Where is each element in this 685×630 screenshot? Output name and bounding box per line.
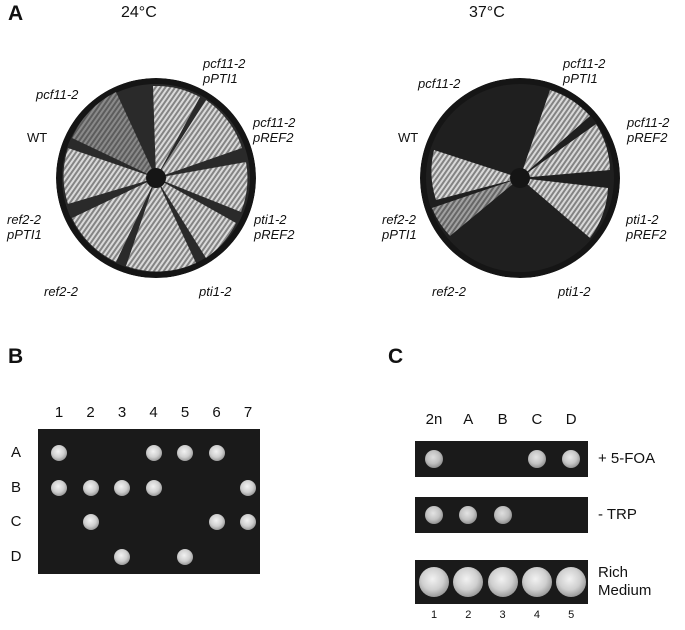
left-label-pcf11-2-pPTI1: pcf11-2 pPTI1 — [203, 56, 245, 86]
panel-b-col-2: 2 — [86, 404, 95, 421]
right-label-ref2-2: ref2-2 — [432, 284, 466, 299]
left-label-ref2-2-pPTI1: ref2-2 pPTI1 — [7, 212, 42, 242]
right-label-pcf11-2-pREF2: pcf11-2 pREF2 — [627, 115, 669, 145]
right-label-pti1-2-pREF2-line2: pREF2 — [626, 227, 667, 242]
colony-spot-B3 — [114, 479, 130, 496]
left-plate-image — [56, 78, 256, 278]
left-label-ref2-2-pPTI1-line2: pPTI1 — [7, 227, 42, 242]
right-label-pcf11-2-pPTI1-line2: pPTI1 — [563, 71, 598, 86]
left-label-pti1-2-pREF2-line2: pREF2 — [254, 227, 295, 242]
left-plate-temperature: 24°C — [121, 4, 157, 21]
panel-b-col-1: 1 — [54, 404, 64, 421]
panel-c-lane-3: 3 — [499, 609, 506, 621]
panel-b-col-3: 3 — [117, 404, 127, 421]
panel-c-strip-label-3-line-1: Rich — [598, 564, 629, 581]
panel-c-strip-3 — [415, 560, 588, 604]
panel-c-spot-3-2n — [419, 567, 449, 597]
panel-c-spot-2-2n — [425, 506, 443, 524]
right-plate-image — [420, 78, 620, 278]
right-label-pcf11-2-pPTI1-line1: pcf11-2 — [563, 56, 606, 71]
left-label-ref2-2-pPTI1-line1: ref2-2 — [7, 212, 41, 227]
right-label-pcf11-2-pREF2-line1: pcf11-2 — [627, 115, 670, 130]
panel-b-row-C: C — [10, 513, 22, 530]
left-label-pcf11-2-pREF2-line2: pREF2 — [253, 130, 294, 145]
panel-c-spot-1-D — [562, 450, 581, 468]
left-label-pcf11-2-pPTI1-line1: pcf11-2 — [203, 56, 246, 71]
panel-c-strip-1 — [415, 441, 588, 477]
left-label-ref2-2: ref2-2 — [44, 284, 78, 299]
right-label-ref2-2-pPTI1-line2: pPTI1 — [382, 227, 417, 242]
panel-b-col-7: 7 — [243, 404, 253, 421]
colony-spot-C7 — [240, 514, 256, 530]
panel-b-replica-plate — [38, 429, 260, 574]
panel-b-col-6: 6 — [212, 404, 221, 421]
colony-spot-B2 — [82, 479, 99, 496]
left-plate-svg — [56, 78, 256, 278]
panel-c-strip-label-2: - TRP — [598, 506, 637, 524]
panel-a-label: A — [8, 2, 24, 25]
left-label-pcf11-2-pREF2: pcf11-2 pREF2 — [253, 115, 295, 145]
colony-spot-A6 — [208, 445, 225, 461]
left-label-wt: WT — [27, 130, 48, 145]
panel-c-spot-3-B — [487, 567, 518, 597]
panel-c-lane-2: 2 — [465, 609, 472, 621]
panel-c-col-B: B — [497, 411, 508, 428]
panel-c-spot-1-2n — [425, 450, 443, 468]
colony-spot-A4 — [145, 445, 162, 461]
colony-spot-D3 — [114, 548, 130, 565]
panel-b-row-B: B — [10, 478, 21, 496]
panel-b-label: B — [8, 345, 24, 368]
right-label-ref2-2-pPTI1-line1: ref2-2 — [382, 212, 416, 227]
panel-c-strip-label-3-line-2: Medium — [598, 582, 652, 599]
left-label-pti1-2-pREF2: pti1-2 pREF2 — [254, 212, 294, 242]
right-label-pcf11-2: pcf11-2 — [418, 76, 461, 91]
panel-b-row-D: D — [10, 547, 22, 565]
panel-c-spot-2-A — [459, 506, 478, 524]
panel-c-col-A: A — [463, 411, 474, 428]
right-plate-svg — [420, 78, 620, 278]
left-label-pcf11-2-pREF2-line1: pcf11-2 — [253, 115, 296, 130]
panel-c-spot-1-C — [527, 450, 546, 468]
right-label-ref2-2-pPTI1: ref2-2 pPTI1 — [382, 212, 417, 242]
panel-c-spot-3-C — [521, 567, 552, 597]
left-label-pcf11-2-pPTI1-line2: pPTI1 — [203, 71, 238, 86]
colony-spot-C2 — [82, 514, 99, 530]
right-label-pcf11-2-pPTI1: pcf11-2 pPTI1 — [563, 56, 605, 86]
right-label-pti1-2-pREF2: pti1-2 pREF2 — [626, 212, 666, 242]
right-label-pti1-2-pREF2-line1: pti1-2 — [626, 212, 659, 227]
panel-c-col-D: D — [565, 411, 577, 428]
panel-c-label: C — [388, 345, 404, 368]
panel-c-strip-label-1: + 5-FOA — [598, 450, 655, 468]
right-plate-temperature: 37°C — [469, 4, 505, 21]
colony-spot-B7 — [240, 479, 256, 496]
panel-c-strip-label-2-line-1: - TRP — [598, 506, 637, 523]
panel-c-strip-2 — [415, 497, 588, 533]
left-label-pti1-2: pti1-2 — [199, 284, 232, 299]
right-label-pcf11-2-pREF2-line2: pREF2 — [627, 130, 668, 145]
panel-b-row-A: A — [10, 444, 21, 461]
panel-c-strip-label-1-line-1: + 5-FOA — [598, 450, 656, 467]
panel-b-col-4: 4 — [149, 404, 158, 421]
panel-b-col-5: 5 — [180, 404, 190, 421]
colony-spot-D5 — [177, 548, 193, 565]
colony-spot-C6 — [208, 514, 225, 530]
panel-c-col-2n: 2n — [425, 411, 443, 428]
panel-c-spot-3-D — [556, 567, 587, 597]
panel-c-lane-5: 5 — [568, 609, 575, 621]
panel-c-col-C: C — [531, 411, 543, 428]
left-label-pti1-2-pREF2-line1: pti1-2 — [254, 212, 287, 227]
left-label-pcf11-2: pcf11-2 — [36, 87, 79, 102]
panel-c-lane-4: 4 — [533, 609, 540, 621]
colony-spot-A1 — [51, 445, 67, 461]
right-label-pti1-2: pti1-2 — [558, 284, 591, 299]
right-label-wt: WT — [398, 130, 419, 145]
panel-c-lane-1: 1 — [430, 609, 438, 621]
colony-spot-B1 — [51, 479, 67, 496]
panel-c-spot-3-A — [453, 567, 484, 597]
panel-c-spot-2-B — [493, 506, 512, 524]
colony-spot-A5 — [177, 445, 193, 461]
colony-spot-B4 — [145, 479, 162, 496]
